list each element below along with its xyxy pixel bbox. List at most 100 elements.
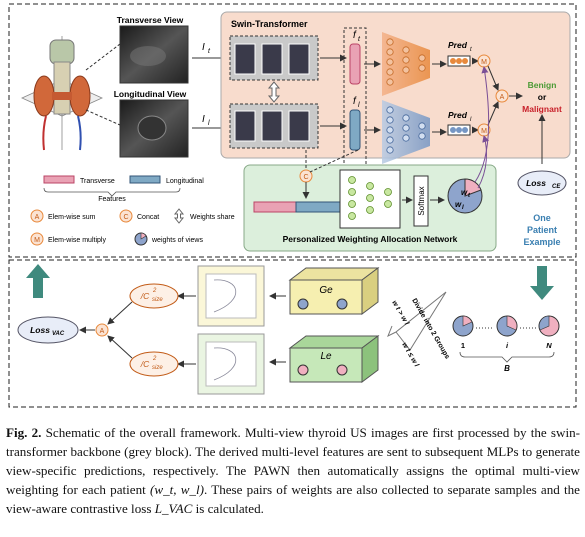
le-group-box [288,335,380,383]
legend-elem-sum: Elem-wise sum [48,214,96,221]
transverse-feature-stack [229,35,319,81]
longitudinal-us-image [119,99,189,158]
legend: Transverse Longitudinal Features A Elem-… [30,175,235,246]
pred-l-sub: l [470,117,472,123]
softmax-label: Softmax [417,186,426,215]
le-label: Le [320,351,332,362]
pie-label-n: N [546,341,552,350]
batch-pies [452,315,560,337]
legend-weights-of-views: weights of views [151,237,203,244]
legend-concat: Concat [137,214,159,221]
one-patient-line-2: Patient [527,225,557,235]
malignant-label: Malignant [522,104,562,114]
legend-transverse: Transverse [80,178,115,185]
caption-weight-pair: (w_t, w_l) [149,482,204,497]
le-normalize [129,351,179,377]
pred-t-vector [447,55,471,67]
longitudinal-view-label: Longitudinal View [114,89,187,99]
fl-feature [349,109,361,151]
ge-label: Ge [319,285,333,296]
loss-vac-text: Loss [30,325,50,335]
benign-label: Benign [528,80,557,90]
loss-ce-node: Loss CE [517,170,567,196]
wt-label: w [461,188,468,197]
one-patient-line-3: Example [523,237,560,247]
loss-vac-sub: VAC [52,331,65,337]
legend-features: Features [98,196,126,203]
pred-l-label: Pred [448,110,468,120]
loss-vac-node: Loss VAC [17,316,79,344]
pie-label-1: 1 [461,341,465,350]
loss-ce-text: Loss [526,178,546,188]
pawn-title: Personalized Weighting Allocation Networ… [283,234,458,244]
caption-fig-label: Fig. 2. [6,425,42,440]
multiply-op-top-label: M [481,59,487,66]
le-normalize-label: /C [140,359,150,369]
wt-gt-wl: w t > w l [390,300,410,328]
legend-c-circle: C [123,214,128,221]
thyroid-illustration [21,36,103,151]
sum-op-bottom [95,323,109,337]
legend-elem-multiply: Elem-wise multiply [48,237,106,244]
divide-arrow [387,291,447,351]
or-label: or [538,92,547,102]
sum-op-top-label: A [500,94,505,101]
ge-normalize-sub: size [152,297,163,303]
legend-m-circle: M [34,237,40,244]
le-normalize-sup: 2 [152,356,157,362]
ge-group-box [288,267,380,315]
wt-sub: t [468,193,471,199]
ge-similarity-matrix [197,265,265,327]
caption-text-3: is calculated. [192,501,264,516]
ft-feature [349,43,361,85]
ft-label: f [353,30,357,41]
legend-a-circle: A [35,214,40,221]
le-normalize-sub: size [152,365,163,371]
softmax-box [413,175,429,227]
weights-share-arrow [267,81,281,103]
il-label: I [202,114,205,125]
transverse-mlp [382,32,430,96]
sum-op-bottom-label: A [100,328,105,335]
figure-caption: Fig. 2. Schematic of the overall framewo… [6,423,580,518]
caption-text-2: . These pairs of weights are also collec… [6,482,580,516]
ft-sub: t [358,36,361,43]
longitudinal-mlp [382,100,430,164]
ge-normalize [129,283,179,309]
down-arrow [530,266,554,300]
concat-op-label: C [303,174,308,181]
ge-normalize-label: /C [140,291,150,301]
top-dashed-frame [8,3,577,258]
pawn-mlp [339,169,401,229]
le-similarity-matrix [197,333,265,395]
up-arrow [26,264,50,298]
caption-text-1: Schematic of the overall framework. Mult… [6,425,580,497]
it-sub: t [208,48,211,55]
loss-ce-sub: CE [552,184,561,190]
concat-longitudinal [295,201,341,213]
fl-label: f [353,96,357,107]
bottom-dashed-frame [8,259,577,408]
divide-into-groups: Divide into 2 Groups [410,298,450,361]
il-sub: l [208,120,210,127]
wt-le-wl: w t ≤ w l [400,342,420,370]
pie-label-i: i [506,341,509,350]
ge-normalize-sup: 2 [152,288,157,294]
multiply-op-bottom-label: M [481,128,487,135]
sum-op-top [495,89,509,103]
legend-longitudinal: Longitudinal [166,178,204,185]
transverse-view-label: Transverse View [117,15,184,25]
it-label: I [202,42,205,53]
one-patient-line-1: One [533,213,551,223]
framework-figure: Transverse View Longitudinal View I t I … [8,3,577,408]
fl-sub: l [358,102,360,109]
wl-sub: l [462,205,464,211]
batch-label: B [504,364,510,373]
pred-t-sub: t [470,47,472,53]
caption-loss-symbol: L_VAC [154,501,193,516]
swin-transformer-title: Swin-Transformer [231,19,308,29]
weights-pie [447,178,483,214]
concat-transverse [253,201,299,213]
pred-t-label: Pred [448,40,468,50]
longitudinal-feature-stack [229,103,319,149]
